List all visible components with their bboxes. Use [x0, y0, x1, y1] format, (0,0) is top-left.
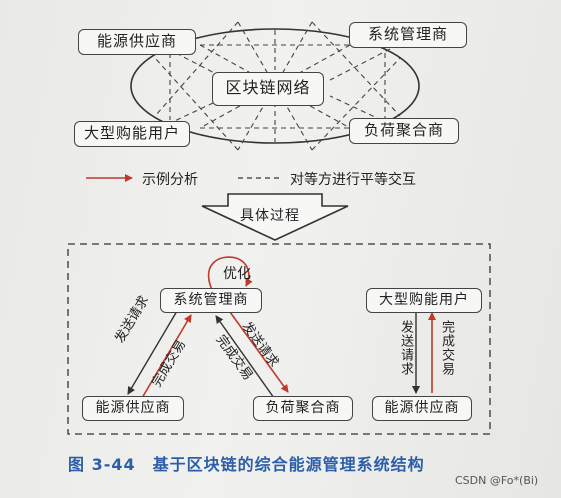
- optimize-label: 优化: [223, 266, 251, 282]
- process-load-aggregator: 负荷聚合商: [253, 396, 353, 421]
- node-large-user: 大型购能用户: [74, 121, 190, 147]
- network-ellipse: [130, 28, 420, 144]
- arrow-complete-2: [215, 315, 275, 399]
- watermark: CSDN @Fo*(Bi): [455, 474, 539, 487]
- process-arrow: [201, 193, 349, 241]
- figure-caption: 图 3-44 基于区块链的综合能源管理系统结构: [68, 455, 425, 474]
- process-system-manager: 系统管理商: [160, 288, 262, 313]
- process-label: 具体过程: [240, 208, 300, 224]
- process-box: [67, 243, 491, 435]
- process-large-user: 大型购能用户: [366, 288, 482, 313]
- node-system-manager: 系统管理商: [349, 22, 467, 48]
- process-energy-supplier-right: 能源供应商: [372, 396, 472, 421]
- arrow-complete-1: [141, 314, 192, 399]
- process-energy-supplier-left: 能源供应商: [82, 396, 184, 421]
- label-send-req-3: 发送请求: [398, 320, 413, 376]
- label-complete-3: 完成交易: [439, 320, 454, 376]
- legend-solid-label: 示例分析: [142, 172, 198, 188]
- arrow-send-req-2: [229, 311, 289, 393]
- node-blockchain-network: 区块链网络: [212, 72, 324, 106]
- arrow-send-req-1: [127, 310, 178, 395]
- node-load-aggregator: 负荷聚合商: [349, 118, 459, 144]
- optimize-loop: [207, 256, 253, 291]
- node-energy-supplier: 能源供应商: [78, 29, 196, 55]
- legend-dashed-label: 对等方进行平等交互: [290, 172, 416, 188]
